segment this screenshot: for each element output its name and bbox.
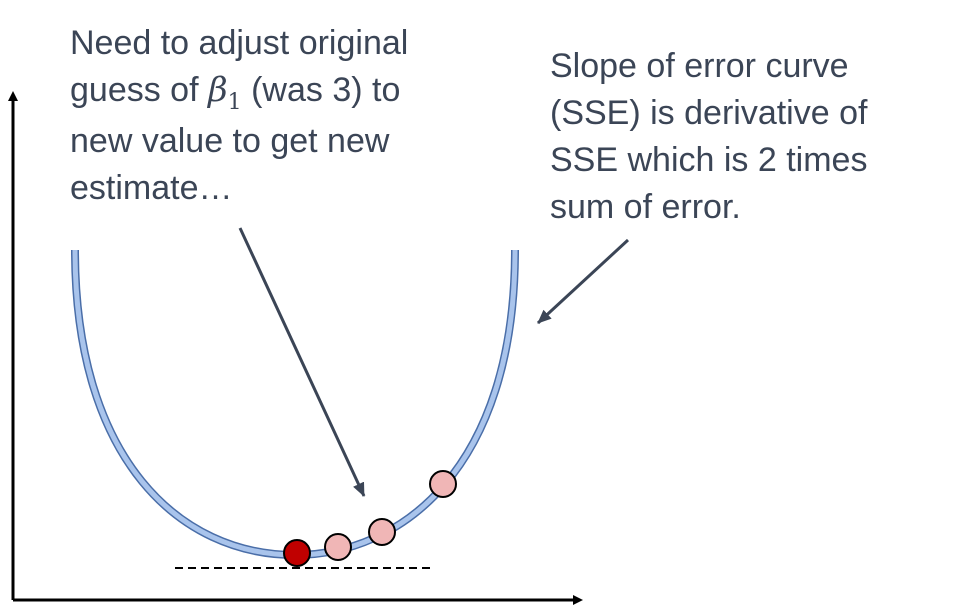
left-annotation-line-4: estimate… [70,169,233,207]
left-note-arrow [238,227,366,497]
left-annotation: Need to adjust original guess of β1 (was… [70,20,408,212]
left-annotation-line-1: Need to adjust original [70,24,409,62]
left-annotation-line-2: guess of β1 (was 3) to [70,67,408,118]
left-annotation-line-2-end: (was 3) to [241,71,401,109]
beta-symbol: β [207,70,228,110]
iteration-point-1 [324,533,352,561]
right-note-arrow [536,238,630,325]
error-curve [71,249,519,560]
right-annotation-line-4: sum of error. [550,188,741,226]
beta-subscript: 1 [227,90,242,115]
iteration-point-3 [429,470,457,498]
left-annotation-line-3: new value to get new [70,122,390,160]
iteration-point-2 [368,518,396,546]
left-annotation-line-2-start: guess of [70,71,208,109]
right-annotation-line-2: (SSE) is derivative of [550,94,868,132]
minimum-point [283,539,311,567]
right-annotation: Slope of error curve (SSE) is derivative… [550,43,867,231]
right-annotation-line-1: Slope of error curve [550,47,849,85]
right-annotation-line-3: SSE which is 2 times [550,141,868,179]
